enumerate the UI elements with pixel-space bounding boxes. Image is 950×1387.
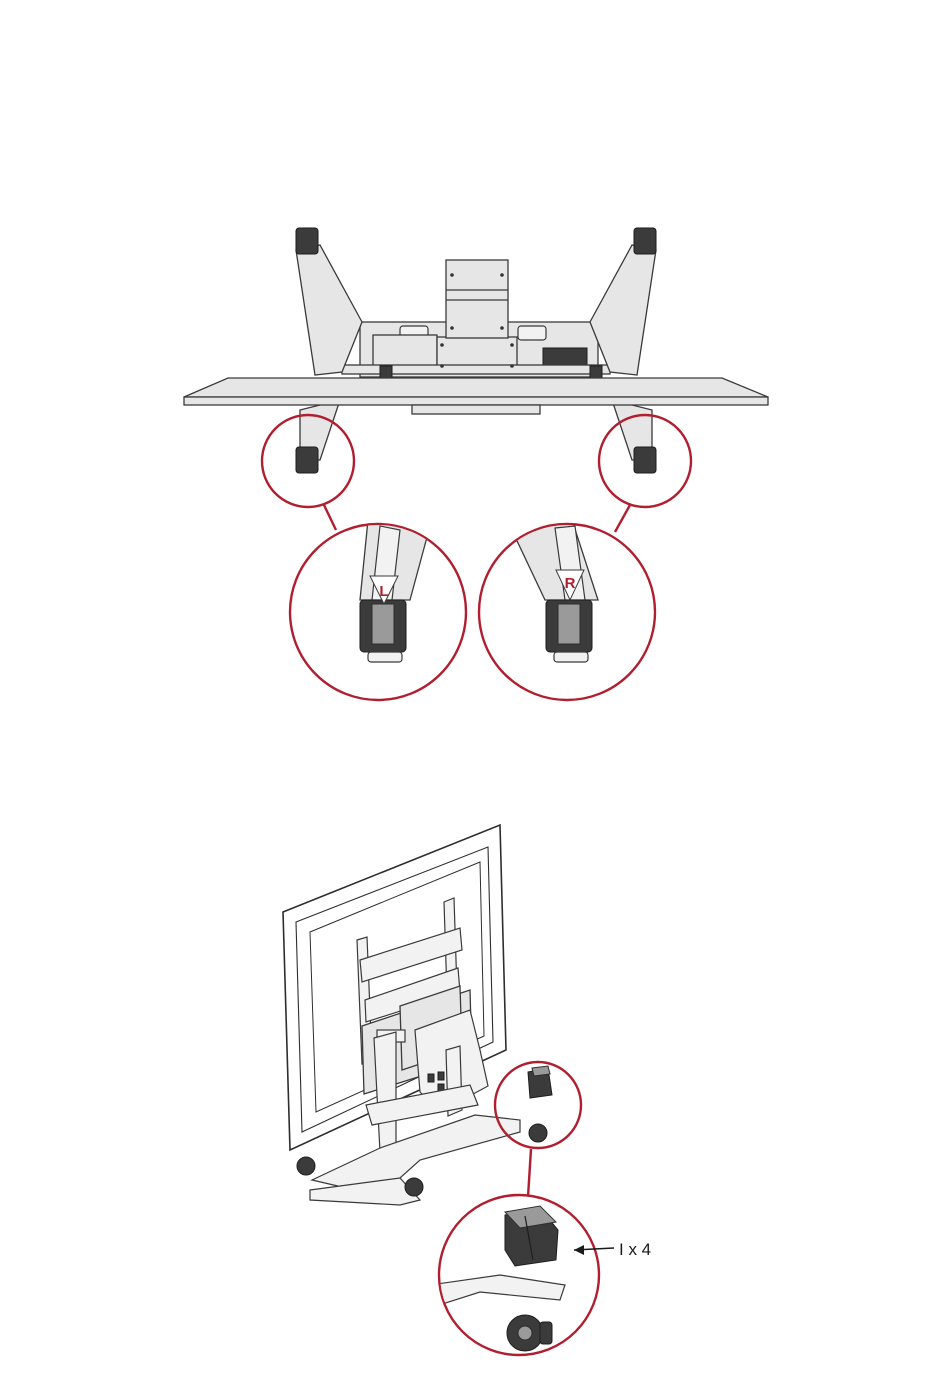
magnified-caster-callout bbox=[430, 1195, 599, 1355]
left-marker-label: L bbox=[379, 583, 388, 600]
right-magnified-callout bbox=[479, 520, 655, 700]
right-marker-label: R bbox=[565, 575, 576, 592]
left-magnified-callout bbox=[290, 520, 466, 700]
figure-top-view: L R bbox=[0, 0, 950, 760]
top-view-drawing: L R bbox=[0, 0, 950, 760]
perspective-drawing: I x 4 bbox=[0, 760, 950, 1387]
figure-perspective-view: I x 4 bbox=[0, 760, 950, 1387]
caster-cap-small bbox=[528, 1066, 552, 1098]
quantity-label: I x 4 bbox=[619, 1240, 651, 1259]
display-panel-edge bbox=[184, 378, 768, 414]
right-leg bbox=[590, 228, 656, 473]
left-leg bbox=[296, 228, 362, 473]
mount-bracket bbox=[342, 260, 610, 378]
